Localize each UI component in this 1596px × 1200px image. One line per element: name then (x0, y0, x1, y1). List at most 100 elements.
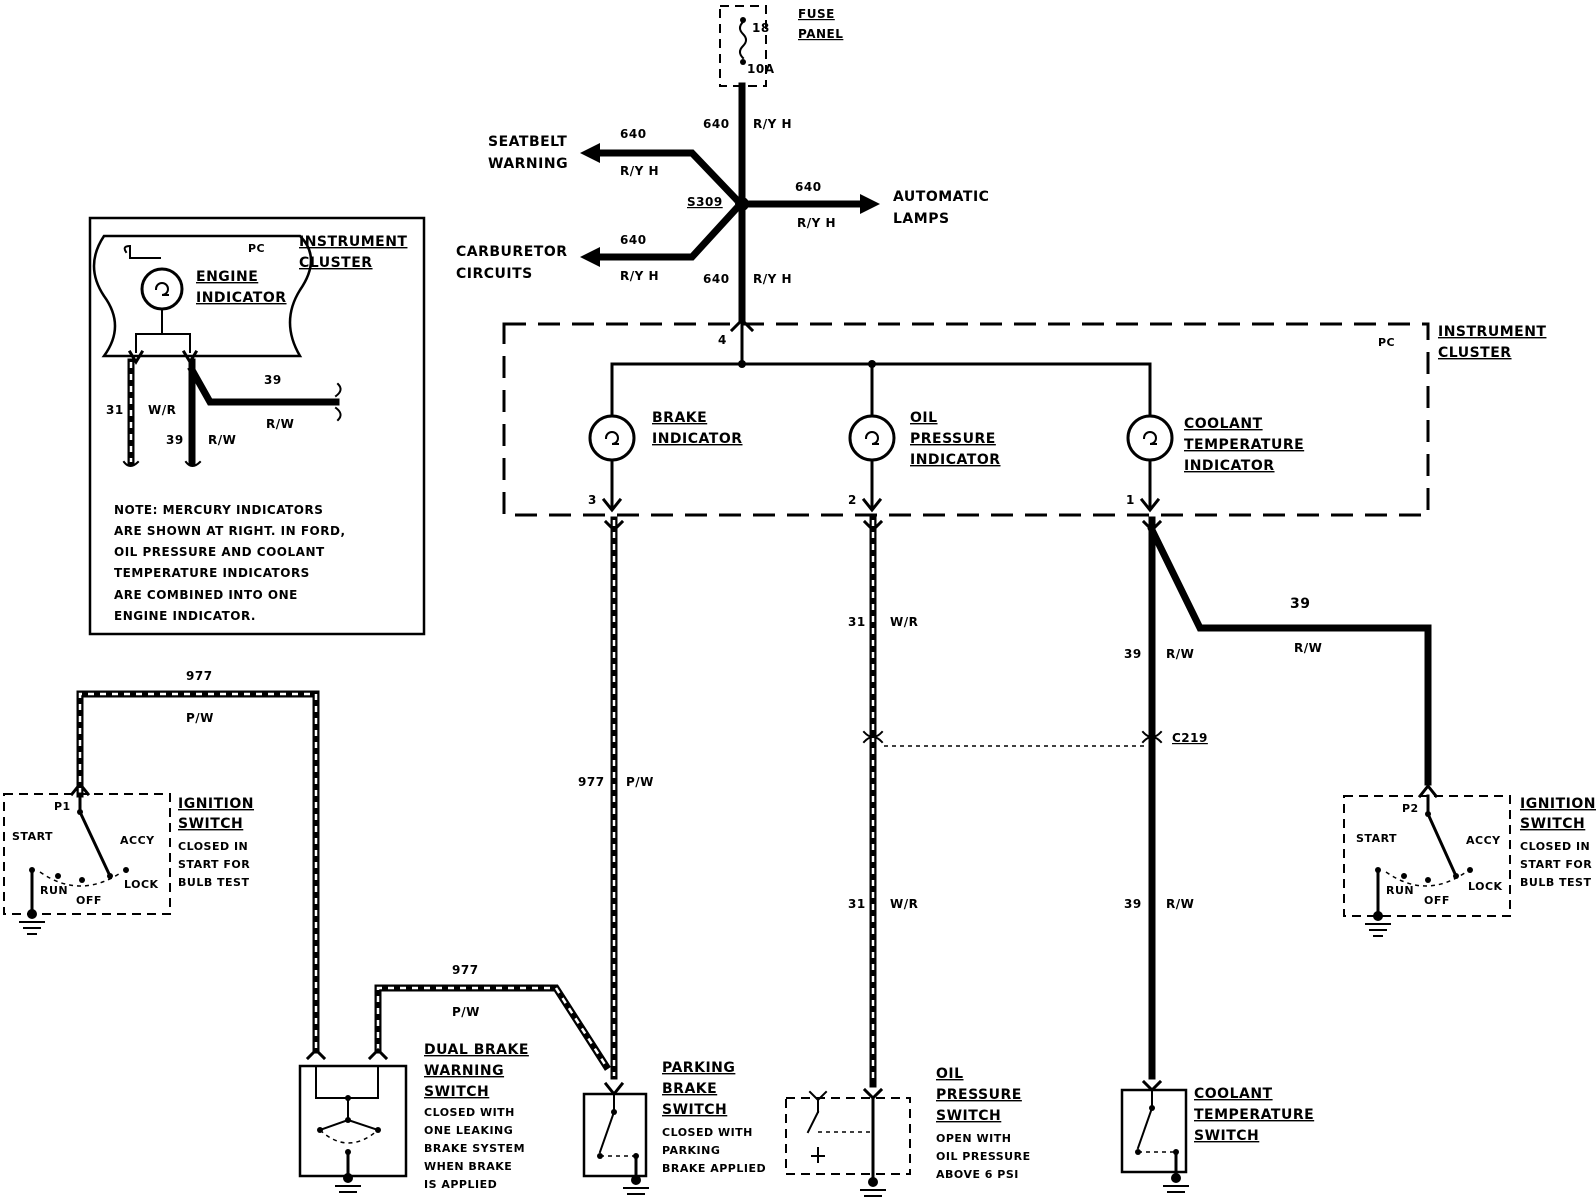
inset-pc: PC (248, 242, 265, 255)
main-feed-color: R/Y H (753, 117, 792, 131)
carb-color: R/Y H (620, 269, 659, 283)
oil-indicator-label-1: OIL (910, 410, 938, 426)
coolant-indicator-label-3: INDICATOR (1184, 458, 1275, 474)
w39-lower-color: R/W (1166, 897, 1194, 911)
coolant-switch-title-1: COOLANT (1194, 1086, 1273, 1102)
coolant-switch-title-3: SWITCH (1194, 1128, 1259, 1144)
coolant-temperature-switch: COOLANT TEMPERATURE SWITCH (1120, 1079, 1314, 1193)
inset-note-3: OIL PRESSURE AND COOLANT (114, 545, 325, 559)
dual-brake-title-3: SWITCH (424, 1084, 489, 1100)
inset-note-2: ARE SHOWN AT RIGHT. IN FORD, (114, 524, 346, 538)
cluster-label-1: INSTRUMENT (1438, 324, 1546, 340)
coolant-indicator-lamp (1126, 414, 1174, 462)
ign-right-title-2: SWITCH (1520, 816, 1585, 832)
parking-brake-desc-3: BRAKE APPLIED (662, 1162, 766, 1175)
w31-lower-color: W/R (890, 897, 918, 911)
w977-top-circuit: 977 (186, 669, 213, 683)
oil-pressure-switch: OIL PRESSURE SWITCH OPEN WITH OIL PRESSU… (785, 1066, 1030, 1197)
oil-indicator-label-3: INDICATOR (910, 452, 1001, 468)
fuse-panel: 18 10A FUSE PANEL (719, 5, 843, 87)
ign-left-lock: LOCK (124, 878, 159, 891)
inset-w39a: 39 (264, 373, 282, 387)
coolant-indicator-label-2: TEMPERATURE (1184, 437, 1304, 453)
auto-lamps-color: R/Y H (797, 216, 836, 230)
dual-brake-desc-4: WHEN BRAKE (424, 1160, 512, 1173)
wire-31: 31 W/R 31 W/R (848, 516, 918, 1088)
seatbelt-color: R/Y H (620, 164, 659, 178)
main-feed-circuit: 640 (703, 117, 730, 131)
ign-left-off: OFF (76, 894, 102, 907)
inset-w31-color: W/R (148, 403, 176, 417)
parking-brake-desc-2: PARKING (662, 1144, 720, 1157)
seatbelt-label-2: WARNING (488, 156, 568, 172)
w31-upper-color: W/R (890, 615, 918, 629)
w39-upper-circuit: 39 (1124, 647, 1142, 661)
auto-lamps-label-2: LAMPS (893, 211, 950, 227)
dual-brake-warning-switch: DUAL BRAKE WARNING SWITCH CLOSED WITH ON… (298, 1042, 529, 1193)
ign-right-desc-2: START FOR (1520, 858, 1592, 871)
oil-switch-desc-3: ABOVE 6 PSI (936, 1168, 1019, 1181)
w977-mid-color: P/W (452, 1005, 480, 1019)
parking-brake-desc-1: CLOSED WITH (662, 1126, 753, 1139)
ign-right-pin: P2 (1402, 802, 1419, 815)
dual-brake-desc-1: CLOSED WITH (424, 1106, 515, 1119)
w977-vert-circuit: 977 (578, 775, 605, 789)
inset-w39a-color: R/W (266, 417, 294, 431)
ign-left-desc-2: START FOR (178, 858, 250, 871)
wire-977: 977 P/W 977 P/W 977 P/W (76, 516, 653, 1080)
inset-box: PC INSTRUMENT CLUSTER ENGINE INDICATOR 3… (88, 216, 426, 636)
engine-indicator-lamp (123, 244, 191, 353)
dual-brake-desc-3: BRAKE SYSTEM (424, 1142, 525, 1155)
inset-w39b: 39 (166, 433, 184, 447)
inset-cluster-label-1: INSTRUMENT (299, 234, 407, 250)
seatbelt-branch: 640 R/Y H SEATBELT WARNING (488, 127, 740, 203)
coolant-switch-title-2: TEMPERATURE (1194, 1107, 1314, 1123)
automatic-lamps-branch: 640 R/Y H AUTOMATIC LAMPS (738, 180, 989, 230)
ignition-switch-right: P2 START RUN OFF ACCY LOCK IGNITION SWIT… (1343, 783, 1596, 937)
fuse-panel-label-2: PANEL (798, 27, 843, 41)
w31-lower-circuit: 31 (848, 897, 866, 911)
parking-brake-title-2: BRAKE (662, 1081, 717, 1097)
oil-switch-desc-1: OPEN WITH (936, 1132, 1011, 1145)
inset-note-1: NOTE: MERCURY INDICATORS (114, 503, 323, 517)
ign-left-title-2: SWITCH (178, 816, 243, 832)
ign-right-off: OFF (1424, 894, 1450, 907)
ign-right-desc-3: BULB TEST (1520, 876, 1591, 889)
w31-upper-circuit: 31 (848, 615, 866, 629)
splice-label: S309 (687, 195, 723, 209)
ign-left-start: START (12, 830, 53, 843)
wire-39: 39 R/W 39 R/W 39 R/W (1124, 516, 1432, 1080)
dual-brake-title-2: WARNING (424, 1063, 504, 1079)
ign-right-accy: ACCY (1466, 834, 1501, 847)
cluster-feed-circuit: 640 (703, 272, 730, 286)
brake-pin: 3 (588, 493, 597, 507)
ign-left-pin: P1 (54, 800, 71, 813)
oil-pin: 2 (848, 493, 857, 507)
w977-mid-circuit: 977 (452, 963, 479, 977)
carb-circuit: 640 (620, 233, 647, 247)
dual-brake-desc-5: IS APPLIED (424, 1178, 497, 1191)
cluster-pc: PC (1378, 336, 1395, 349)
brake-indicator-lamp (588, 414, 636, 462)
ign-left-desc-3: BULB TEST (178, 876, 249, 889)
inset-note-6: ENGINE INDICATOR. (114, 609, 256, 623)
fuse-number: 18 (752, 21, 770, 35)
ign-right-lock: LOCK (1468, 880, 1503, 893)
ign-left-title-1: IGNITION (178, 796, 254, 812)
ignition-switch-left: P1 START RUN OFF ACCY LOCK IGNITION SWIT… (3, 781, 254, 935)
carburetor-branch: 640 R/Y H CARBURETOR CIRCUITS (456, 205, 740, 283)
inset-note-4: TEMPERATURE INDICATORS (114, 566, 310, 580)
parking-brake-switch: PARKING BRAKE SWITCH CLOSED WITH PARKING… (582, 1060, 766, 1195)
coolant-pin: 1 (1126, 493, 1135, 507)
ign-left-desc-1: CLOSED IN (178, 840, 248, 853)
oil-switch-title-2: PRESSURE (936, 1087, 1022, 1103)
w39-branch-color: R/W (1294, 641, 1322, 655)
dual-brake-title-1: DUAL BRAKE (424, 1042, 529, 1058)
parking-brake-title-3: SWITCH (662, 1102, 727, 1118)
fuse-rating: 10A (747, 62, 775, 76)
parking-brake-title-1: PARKING (662, 1060, 735, 1076)
w39-upper-color: R/W (1166, 647, 1194, 661)
oil-switch-title-1: OIL (936, 1066, 964, 1082)
ign-right-desc-1: CLOSED IN (1520, 840, 1590, 853)
